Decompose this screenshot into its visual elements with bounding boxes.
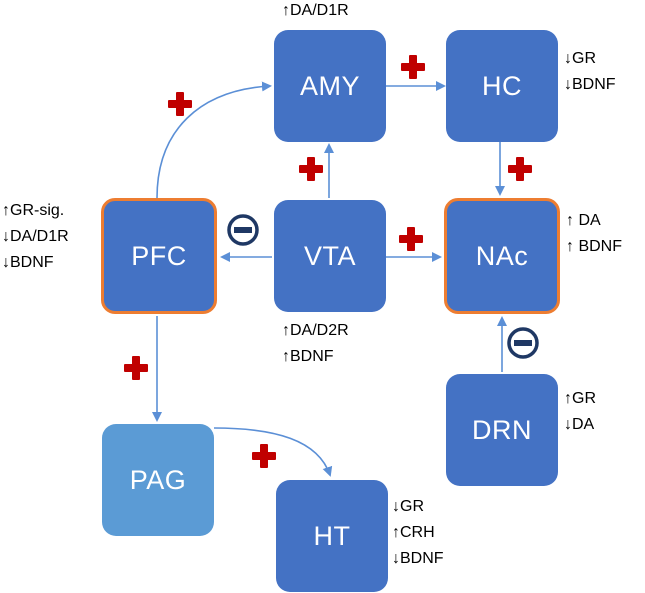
- plus-sign-icon: [399, 227, 423, 251]
- vta-annotation-line: ↑DA/D2R: [282, 322, 349, 339]
- ht-annotation-line: ↓GR: [392, 498, 424, 515]
- nac-annotation-line: ↑ BDNF: [566, 238, 622, 255]
- node-amy: AMY: [274, 30, 386, 142]
- drn-annotation-line: ↑GR: [564, 390, 596, 407]
- plus-sign-icon: [124, 356, 148, 380]
- amy-annotation-line: ↑DA/D1R: [282, 2, 349, 19]
- minus-sign-icon: [507, 327, 539, 359]
- amy-annotation: ↑DA/D1R: [282, 0, 349, 24]
- minus-sign-icon: [227, 214, 259, 246]
- plus-sign-icon: [252, 444, 276, 468]
- node-pfc: PFC: [101, 198, 217, 314]
- plus-sign-icon: [508, 157, 532, 181]
- hc-annotation: ↓GR ↓BDNF: [564, 46, 616, 98]
- nac-annotation: ↑ DA ↑ BDNF: [566, 208, 622, 260]
- pfc-annotation-line: ↓BDNF: [2, 254, 54, 271]
- node-vta: VTA: [274, 200, 386, 312]
- node-ht-label: HT: [313, 520, 351, 551]
- ht-annotation-line: ↑CRH: [392, 524, 435, 541]
- ht-annotation: ↓GR ↑CRH ↓BDNF: [392, 494, 444, 572]
- vta-annotation-line: ↑BDNF: [282, 348, 334, 365]
- node-drn: DRN: [446, 374, 558, 486]
- node-amy-label: AMY: [299, 70, 360, 101]
- pfc-annotation: ↑GR-sig. ↓DA/D1R ↓BDNF: [2, 198, 69, 276]
- node-drn-label: DRN: [472, 414, 532, 445]
- plus-sign-icon: [299, 157, 323, 181]
- node-vta-label: VTA: [303, 240, 356, 271]
- hc-annotation-line: ↓GR: [564, 50, 596, 67]
- node-nac: NAc: [444, 198, 560, 314]
- node-pag-label: PAG: [129, 464, 187, 495]
- edge-pag-ht: [213, 427, 333, 477]
- pfc-annotation-line: ↓DA/D1R: [2, 228, 69, 245]
- node-hc: HC: [446, 30, 558, 142]
- hc-annotation-line: ↓BDNF: [564, 76, 616, 93]
- vta-annotation: ↑DA/D2R ↑BDNF: [282, 318, 349, 370]
- edge-pfc-amy: [156, 81, 272, 199]
- drn-annotation-line: ↓DA: [564, 416, 595, 433]
- drn-annotation: ↑GR ↓DA: [564, 386, 596, 438]
- pfc-annotation-line: ↑GR-sig.: [2, 202, 65, 219]
- node-ht: HT: [276, 480, 388, 592]
- plus-sign-icon: [401, 55, 425, 79]
- node-nac-label: NAc: [475, 240, 529, 271]
- nac-annotation-line: ↑ DA: [566, 212, 601, 229]
- node-hc-label: HC: [482, 70, 522, 101]
- node-pag: PAG: [102, 424, 214, 536]
- node-pfc-label: PFC: [131, 240, 187, 271]
- ht-annotation-line: ↓BDNF: [392, 550, 444, 567]
- plus-sign-icon: [168, 92, 192, 116]
